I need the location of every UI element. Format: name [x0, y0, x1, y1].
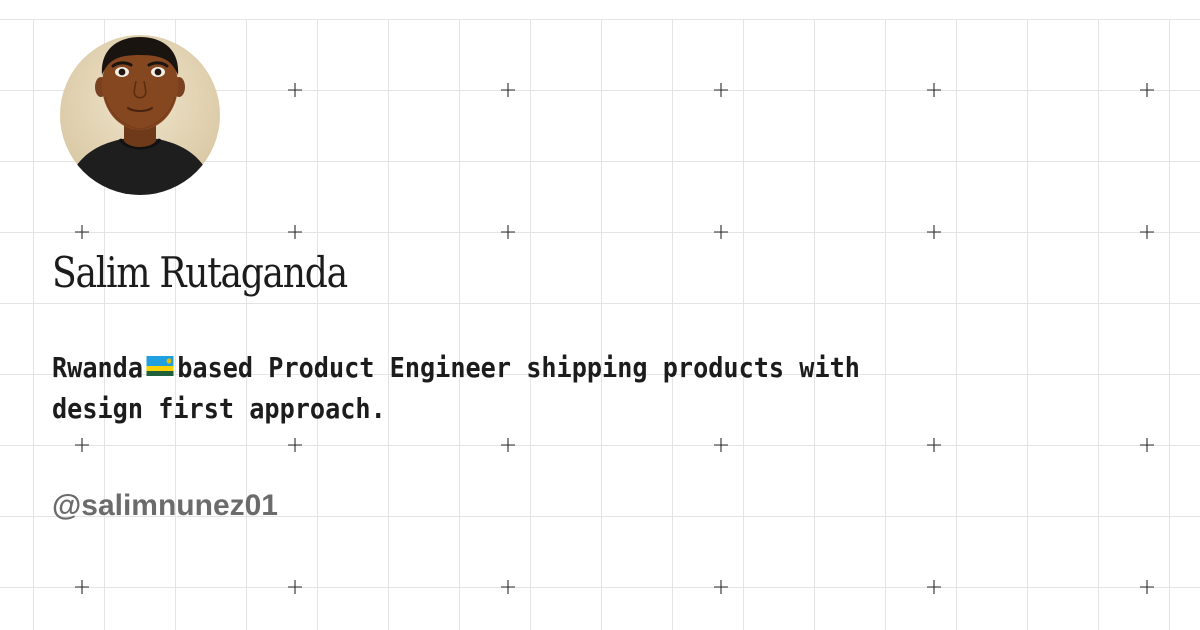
profile-name: Salim Rutaganda	[52, 248, 348, 297]
grid-cross-mark	[288, 438, 302, 452]
grid-cross-mark	[288, 225, 302, 239]
grid-cross-mark	[714, 580, 728, 594]
grid-cross-mark	[927, 225, 941, 239]
grid-cross-mark	[288, 83, 302, 97]
grid-cross-mark	[75, 225, 89, 239]
grid-cross-mark	[927, 438, 941, 452]
grid-cross-mark	[288, 580, 302, 594]
grid-cross-mark	[927, 83, 941, 97]
rwanda-flag-icon	[146, 356, 174, 376]
portrait-illustration	[60, 35, 220, 195]
grid-cross-mark	[714, 438, 728, 452]
social-handle[interactable]: @salimnunez01	[52, 489, 278, 522]
grid-cross-mark	[714, 83, 728, 97]
grid-cross-mark	[714, 225, 728, 239]
bio-location: Rwanda	[52, 351, 144, 384]
grid-cross-mark	[501, 225, 515, 239]
bio-text: based Product Engineer shipping products…	[52, 351, 860, 425]
grid-cross-mark	[1140, 580, 1154, 594]
grid-cross-mark	[501, 438, 515, 452]
avatar	[60, 35, 220, 195]
profile-bio: Rwanda based Product Engineer shipping p…	[52, 347, 952, 429]
grid-cross-mark	[927, 580, 941, 594]
grid-cross-mark	[501, 580, 515, 594]
grid-cross-mark	[75, 580, 89, 594]
grid-cross-mark	[1140, 225, 1154, 239]
grid-cross-mark	[501, 83, 515, 97]
grid-cross-mark	[1140, 438, 1154, 452]
grid-cross-mark	[75, 438, 89, 452]
grid-cross-mark	[1140, 83, 1154, 97]
